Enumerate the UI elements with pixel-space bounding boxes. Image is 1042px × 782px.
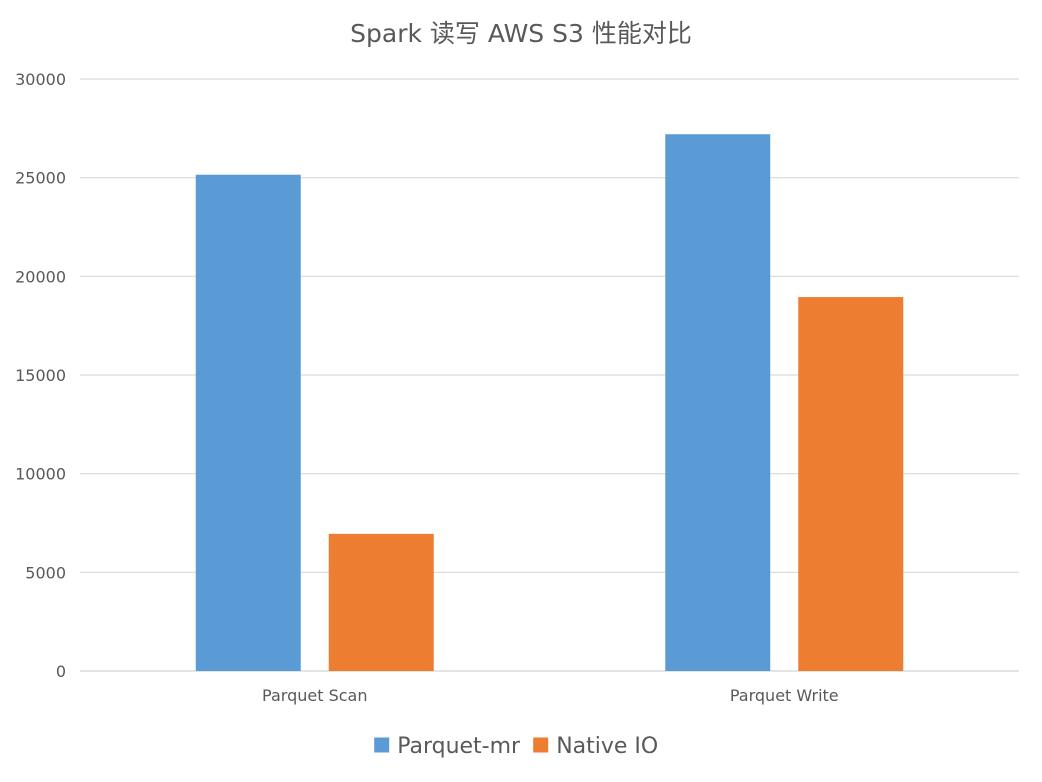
bar-native-io-1 (798, 297, 904, 671)
bars (195, 134, 904, 672)
y-tick-label: 30000 (15, 70, 66, 89)
chart-title: Spark 读写 AWS S3 性能对比 (350, 19, 692, 48)
legend: Parquet-mr Native IO (374, 734, 658, 759)
bar-parquet-mr-0 (195, 174, 301, 671)
legend-swatch (533, 737, 549, 753)
x-category-label: Parquet Scan (262, 686, 367, 705)
legend-label: Native IO (556, 734, 658, 759)
y-axis-ticks: 0 5000 10000 15000 20000 25000 30000 (15, 70, 66, 681)
y-tick-label: 5000 (25, 563, 66, 582)
bar-parquet-mr-1 (665, 134, 771, 672)
y-tick-label: 25000 (15, 169, 66, 188)
bar-native-io-0 (328, 533, 434, 671)
y-tick-label: 15000 (15, 366, 66, 385)
x-axis-categories: Parquet Scan Parquet Write (262, 686, 839, 705)
y-tick-label: 20000 (15, 267, 66, 286)
legend-label: Parquet-mr (397, 734, 521, 759)
legend-swatch (374, 737, 390, 753)
y-tick-label: 10000 (15, 465, 66, 484)
x-category-label: Parquet Write (730, 686, 839, 705)
y-tick-label: 0 (56, 662, 66, 681)
